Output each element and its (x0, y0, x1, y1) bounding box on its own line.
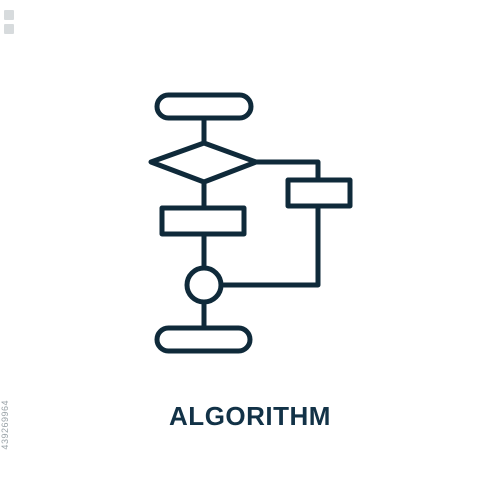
process-box-shape (159, 205, 247, 237)
merge-node-circle-shape (184, 265, 224, 305)
stock-watermark: 439269964 (0, 0, 22, 500)
connector-decision-to-side-process (253, 159, 321, 183)
end-terminator-shape (154, 325, 253, 354)
side-process-box-shape (285, 177, 353, 209)
adobe-stock-logo-mark (4, 10, 14, 34)
connector-side-process-to-merge (218, 203, 321, 288)
icon-caption-title: ALGORITHM (169, 401, 331, 431)
start-terminator-shape (154, 92, 254, 121)
stock-asset-id: 439269964 (0, 400, 10, 450)
adobe-stock-logo (0, 0, 22, 260)
decision-diamond-shape (148, 140, 259, 185)
